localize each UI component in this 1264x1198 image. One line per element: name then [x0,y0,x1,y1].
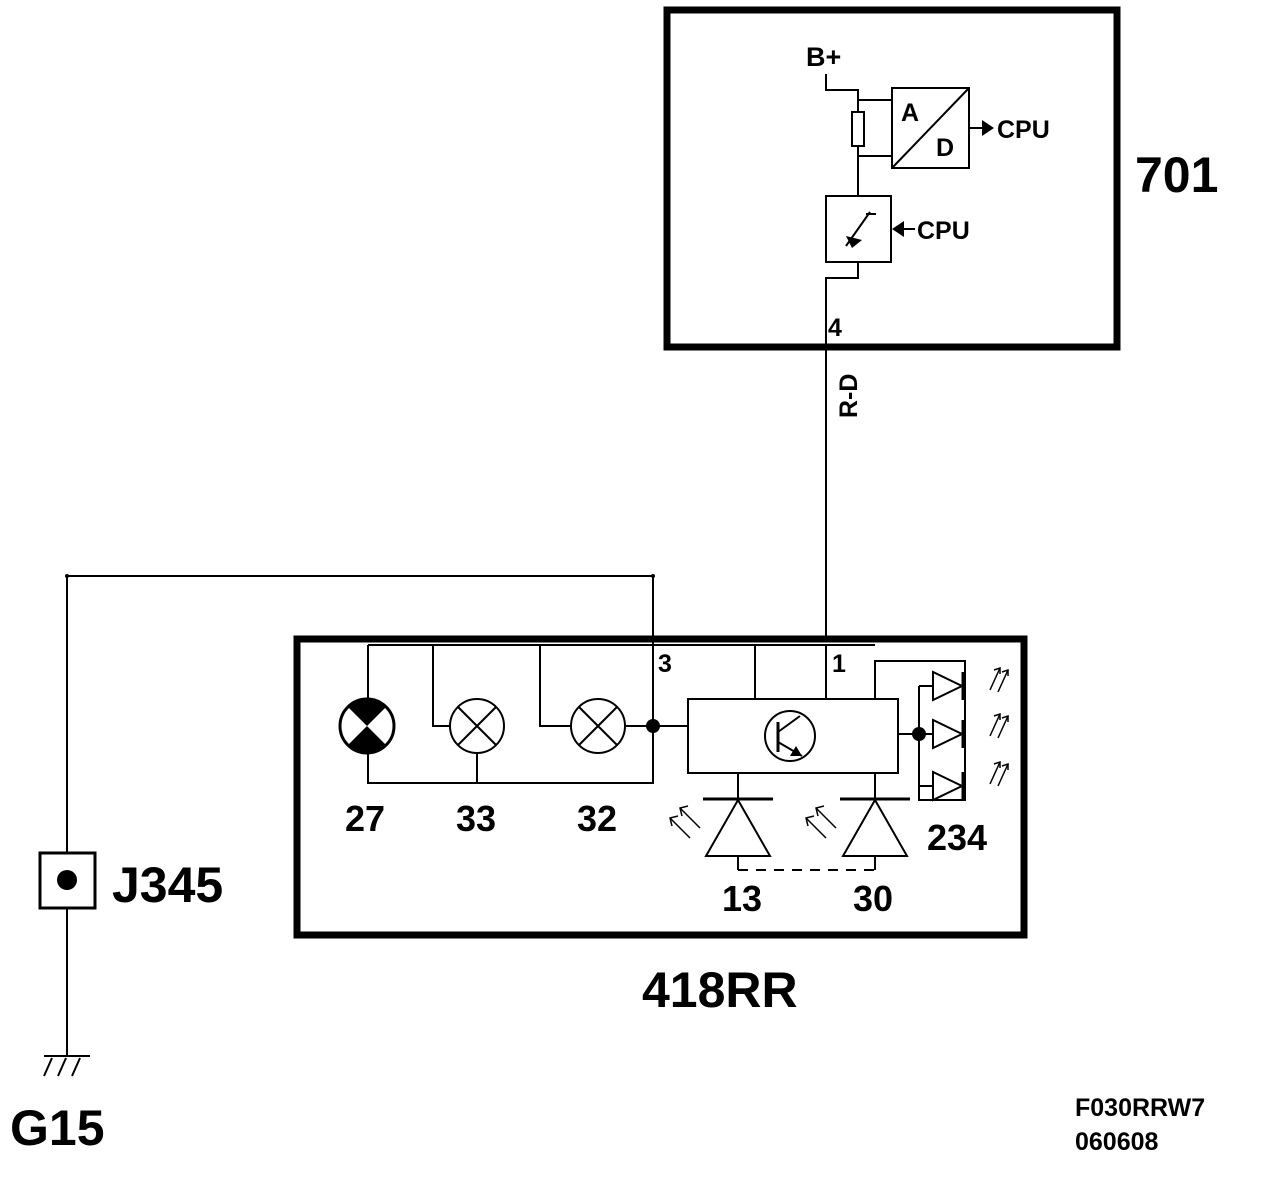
photodiode-30-label: 30 [853,878,893,919]
driver-cpu-arrowhead [892,221,904,237]
adc-cpu-arrowhead [982,120,994,136]
lamp-33-icon [449,698,505,754]
bplus-wire [825,74,859,112]
lamp-27-label: 27 [345,798,385,839]
led-3-icon [919,770,965,802]
module-418rr-label: 418RR [642,962,798,1018]
led-array-label: 234 [927,817,987,858]
transistor-icon [764,710,816,762]
lamp-27-icon [338,697,396,755]
lamp-33-label: 33 [456,798,496,839]
wire-color-label: R-D [835,374,863,418]
connector-j345-icon [38,851,97,910]
driver-output-wire [825,262,859,347]
diagram-code: F030RRW7 [1075,1094,1205,1122]
light-emission-arrows-icon [989,666,1009,787]
bplus-label: B+ [806,42,841,72]
ground-symbol-icon [43,1055,90,1077]
lamp-33-feed [432,645,450,727]
ground-g15-label: G15 [10,1100,105,1156]
pin-3-label: 3 [658,650,672,678]
pin-4-label: 4 [828,314,842,342]
photodiode-30-light-arrows-icon [805,805,837,839]
shunt-resistor [851,111,865,147]
driver-cpu-label: CPU [917,217,970,245]
photodiode-13-icon [703,797,773,857]
ad-converter: A D [891,87,970,169]
driver-switch [825,195,892,263]
controller-block [687,698,899,774]
ground-return-wire [66,575,654,1056]
photodiode-30-icon [840,797,910,857]
photodiode-13-label: 13 [722,878,762,919]
module-701-label: 701 [1135,147,1218,203]
adc-d-label: D [936,134,954,162]
lamp-32-label: 32 [577,798,617,839]
diagram-date: 060608 [1075,1128,1159,1156]
junction-dot-top-left [65,574,69,578]
connector-j345-label: J345 [112,857,223,913]
junction-dot-top-right [651,574,655,578]
led-2-icon [919,718,965,750]
adc-cpu-label: CPU [997,116,1050,144]
module-701-box [663,6,1121,351]
pin-1-label: 1 [832,650,846,678]
lamp-bottom-bus [367,726,654,784]
photodiode-13-light-arrows-icon [669,805,701,839]
adc-a-label: A [901,99,919,127]
module-418rr-box [293,635,1028,939]
lamp-32-icon [570,698,626,754]
lamp-32-feed [539,645,571,727]
led-1-icon [919,670,965,702]
